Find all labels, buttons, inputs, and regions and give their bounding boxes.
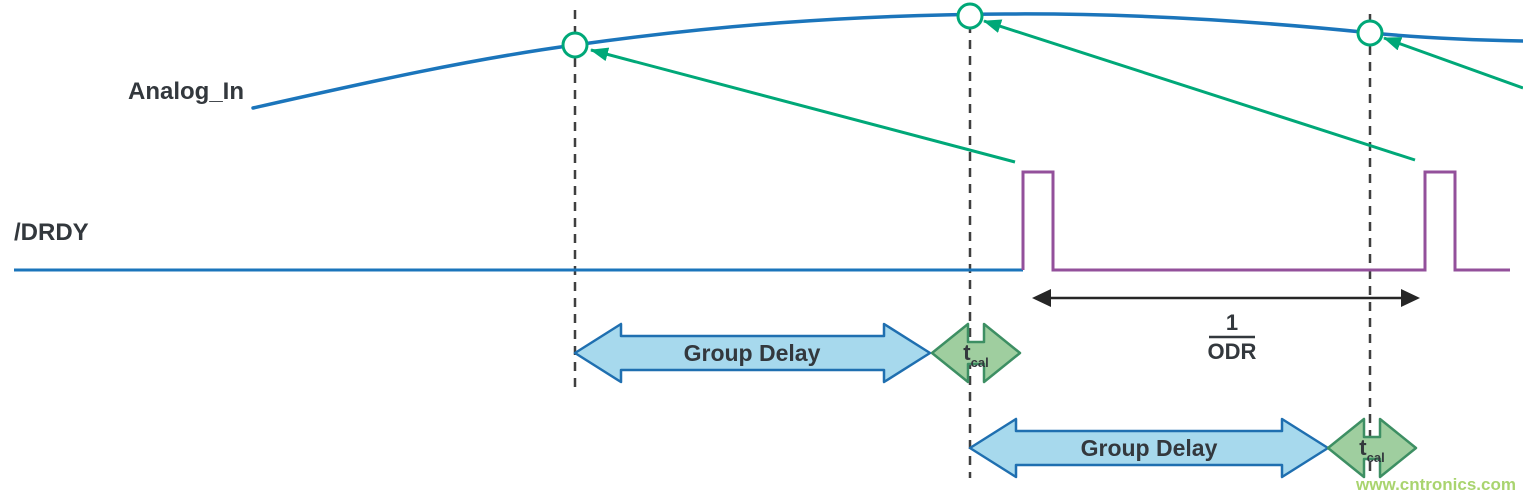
tcal-label-2: tcal bbox=[1359, 435, 1384, 465]
drdy-pulse-segment bbox=[1021, 170, 1510, 272]
sample-circle-1 bbox=[561, 31, 589, 59]
tcal-arrow-1 bbox=[930, 322, 1022, 384]
odr-arrowhead-left bbox=[1032, 289, 1051, 307]
analog-in-label: Analog_In bbox=[128, 78, 244, 105]
analog-in-trace bbox=[251, 12, 1523, 110]
group-delay-arrow-1 bbox=[573, 322, 932, 384]
drdy-label: /DRDY bbox=[14, 219, 89, 246]
odr-span-arrow: 1 ODR bbox=[1032, 289, 1420, 364]
odr-fraction-numerator: 1 bbox=[1226, 310, 1238, 335]
sample-circle-3 bbox=[1356, 19, 1384, 47]
group-delay-label-1: Group Delay bbox=[684, 340, 821, 366]
group-delay-label-2: Group Delay bbox=[1081, 435, 1218, 461]
tcal-label-1: tcal bbox=[963, 340, 988, 370]
sample-arrow-1 bbox=[590, 47, 1016, 164]
odr-arrowhead-right bbox=[1401, 289, 1420, 307]
sample-arrow-2 bbox=[983, 19, 1416, 162]
sample-circle-2 bbox=[956, 2, 984, 30]
odr-fraction-denominator: ODR bbox=[1208, 339, 1257, 364]
watermark: www.cntronics.com bbox=[1355, 475, 1516, 494]
drdy-trace bbox=[14, 170, 1510, 272]
sample-arrow-3 bbox=[1383, 36, 1523, 90]
tcal-arrow-2 bbox=[1326, 417, 1418, 479]
